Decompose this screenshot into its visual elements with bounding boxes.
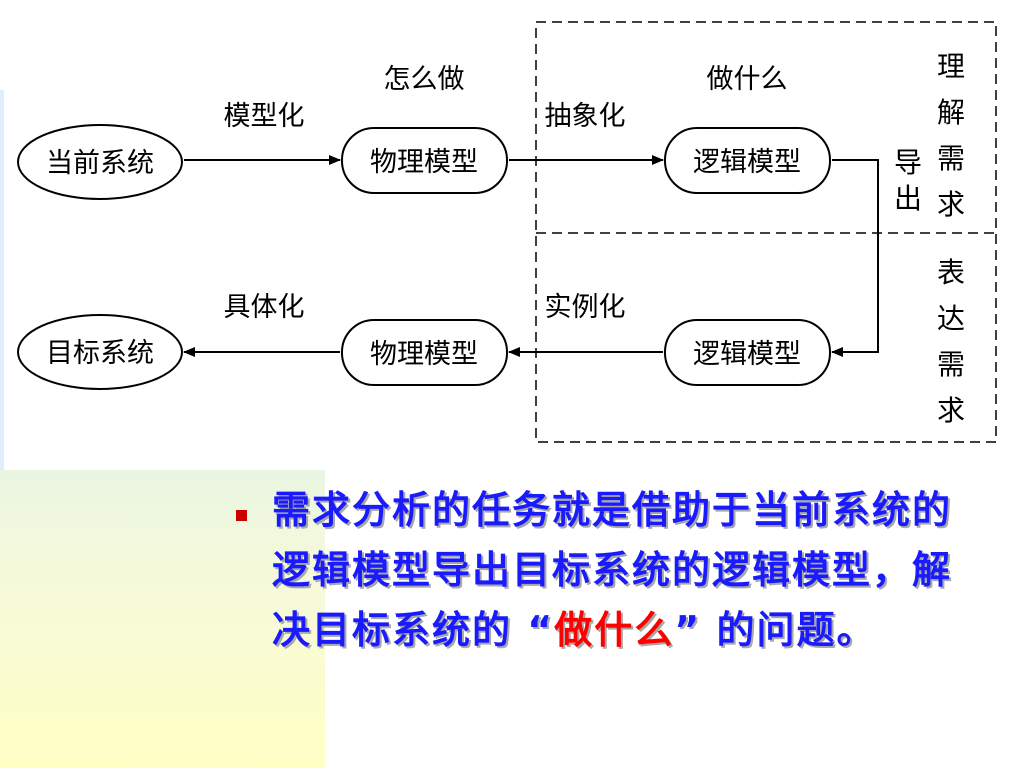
edge-label-instantiation: 实例化	[545, 292, 626, 323]
edge-label-abstraction: 抽象化	[545, 101, 626, 132]
node-target-system-label: 目标系统	[46, 338, 154, 369]
side-label-understand-requirements: 理解需求	[937, 50, 965, 221]
bullet-text-main: 需求分析的任务就是借助于当前系统的逻辑模型导出目标系统的逻辑模型，解决目标系统的	[272, 488, 953, 652]
heading-what: 做什么	[707, 64, 788, 95]
node-physical-model-bottom: 物理模型	[341, 319, 508, 386]
bullet-item: 需求分析的任务就是借助于当前系统的逻辑模型导出目标系统的逻辑模型，解决目标系统的…	[232, 480, 952, 740]
bullet-close-quote: ”	[674, 608, 702, 652]
requirements-diagram: 当前系统 物理模型 逻辑模型 目标系统 物理模型 逻辑模型 模型化 抽象化 具体…	[17, 21, 997, 443]
bullet-text: 需求分析的任务就是借助于当前系统的逻辑模型导出目标系统的逻辑模型，解决目标系统的…	[272, 480, 952, 660]
edge-label-concretization: 具体化	[224, 292, 305, 323]
node-target-system: 目标系统	[17, 314, 183, 390]
background-gradient	[0, 470, 325, 768]
side-label-express-requirements: 表达需求	[937, 256, 965, 427]
node-physical-model-top: 物理模型	[341, 127, 508, 194]
node-current-system-label: 当前系统	[46, 148, 154, 179]
node-logical-model-top: 逻辑模型	[664, 127, 831, 194]
edge-label-modeling: 模型化	[224, 101, 305, 132]
node-logical-model-top-label: 逻辑模型	[693, 147, 801, 178]
node-physical-model-top-label: 物理模型	[370, 147, 478, 178]
arrow-derive	[831, 159, 879, 357]
edge-label-derive: 导出	[894, 146, 922, 215]
node-logical-model-bottom: 逻辑模型	[664, 319, 831, 386]
bullet-square-icon	[236, 510, 247, 521]
bullet-highlight: 做什么	[554, 608, 675, 652]
node-logical-model-bottom-label: 逻辑模型	[693, 339, 801, 370]
heading-how: 怎么做	[384, 64, 465, 95]
bullet-text-end: 的问题。	[716, 608, 877, 652]
node-physical-model-bottom-label: 物理模型	[370, 339, 478, 370]
bullet-open-quote: “	[527, 608, 555, 652]
dashed-frame	[535, 21, 997, 443]
left-accent-strip	[0, 90, 4, 470]
node-current-system: 当前系统	[17, 124, 183, 200]
